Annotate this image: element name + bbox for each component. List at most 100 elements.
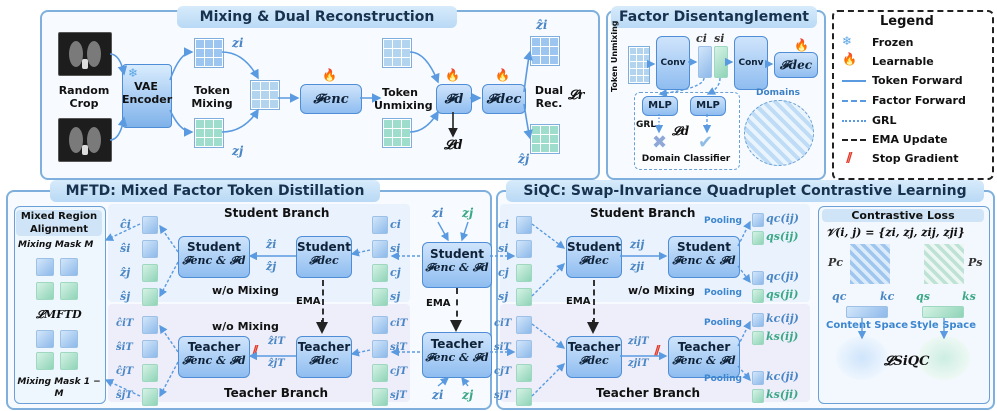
mftd-stop-gradient-icon: // [252, 344, 258, 359]
domains-circle [744, 100, 814, 166]
z-i-hat-grid [530, 36, 560, 66]
mixed-region-box [14, 206, 106, 404]
q-c-ji-chip [752, 271, 764, 285]
z-j-label: zj [232, 144, 244, 158]
mftd-student-enc-box: Student 𝓕enc & 𝓕d [178, 236, 250, 278]
mftd-left-t-label-4: ŝjT [116, 390, 133, 401]
mlp-label-1: MLP [648, 100, 672, 111]
mlp-label-2: MLP [696, 100, 720, 111]
loss-mftd: 𝓛MFTD [36, 308, 82, 321]
siqc-teacher-enc-label: Teacher [677, 340, 731, 354]
siqc-student-dec-box: Student 𝓕dec [566, 236, 622, 278]
learnable-legend-icon: 🔥 [842, 52, 857, 66]
mftd-left-s-hat-i [142, 240, 158, 258]
mftd-left-z-hat-j [142, 264, 158, 282]
siqc-teacher-enc-formula: 𝓕enc & 𝓕d [672, 354, 736, 367]
q-s-axis: qs [916, 290, 930, 303]
contrastive-loss-title: Contrastive Loss [822, 209, 984, 222]
siqc-teacher-enc-box: Teacher 𝓕enc & 𝓕d [668, 336, 740, 378]
mask-chip-1 [36, 258, 54, 276]
legend-learnable: Learnable [872, 55, 934, 68]
mlp-box-2: MLP [690, 96, 726, 116]
siqc-t-token-label-1: ciT [494, 318, 512, 329]
siqc-z-ji: zji [630, 260, 645, 273]
mftd-left-t-s-i [142, 340, 158, 358]
z-j-hat-label: ẑj [518, 152, 530, 166]
mftd-right-t-label-3: cjT [390, 366, 408, 377]
mftd-mid-hat-1: ẑi [266, 238, 277, 251]
factor-s-i-label: si [714, 32, 725, 45]
mask-chip-4 [60, 282, 78, 300]
mask-chip-8 [60, 352, 78, 370]
p-c-label: Pc [828, 256, 843, 269]
siqc-ema: EMA [566, 296, 591, 307]
legend-grl: GRL [872, 114, 897, 127]
center-student-formula: 𝓕enc & 𝓕d [425, 261, 489, 274]
q-c-ij-label: qc(ij) [766, 212, 799, 225]
frozen-icon: ❄ [128, 66, 139, 80]
mftd-right-t-c-j [372, 364, 388, 382]
mftd-wo-mixing-bottom: w/o Mixing [212, 320, 279, 333]
mask-chip-6 [60, 330, 78, 348]
ct-scan-top [58, 32, 112, 76]
k-s-axis: ks [962, 290, 976, 303]
legend-ema: EMA Update [872, 133, 948, 146]
factor-input-grid [628, 46, 650, 84]
factor-conv2-label: Conv [738, 58, 764, 68]
mftd-student-dec-box: Student 𝓕dec [296, 236, 352, 278]
mftd-teacher-branch: Teacher Branch [224, 386, 329, 400]
mftd-teacher-enc-box: Teacher 𝓕enc & 𝓕d [178, 336, 250, 378]
mixing-mask-1m: Mixing Mask 1 − M [17, 377, 101, 399]
mixing-panel-title: Mixing & Dual Reconstruction [177, 6, 457, 28]
siqc-student-enc-box: Student 𝓕enc & 𝓕d [668, 236, 740, 278]
q-c-axis: qc [832, 290, 847, 303]
siqc-token-label-4: sj [498, 290, 509, 303]
siqc-student-branch: Student Branch [590, 206, 696, 220]
mftd-student-enc-label: Student [187, 240, 241, 254]
siqc-token-label-1: ci [498, 218, 509, 231]
mftd-right-t-label-2: siT [390, 342, 407, 353]
learnable-icon-dec: 🔥 [495, 68, 510, 82]
domain-classifier-label: Domain Classifier [641, 154, 731, 164]
siqc-teacher-dec-label: Teacher [567, 340, 621, 354]
mftd-ema-arrow [322, 280, 324, 324]
mftd-right-label-1: ci [390, 218, 401, 231]
loss-r: 𝓛r [568, 88, 585, 103]
learnable-icon-factor: 🔥 [794, 38, 809, 52]
wrong-icon: ✖ [652, 132, 668, 153]
siqc-ema-arrow [593, 280, 595, 324]
siqc-stop-gradient-icon: // [654, 344, 660, 359]
content-vec-chip [846, 306, 888, 318]
mftd-left-label-3: ẑj [120, 266, 131, 279]
learnable-icon-enc: 🔥 [322, 68, 337, 82]
mftd-right-label-4: sj [390, 290, 401, 303]
mftd-right-c-i [372, 216, 388, 234]
mixing-mask-m: Mixing Mask M [18, 240, 94, 250]
mftd-wo-mixing-top: w/o Mixing [212, 284, 279, 297]
v-formula: 𝒱(i, j) = {zi, zj, zij, zji} [826, 226, 965, 239]
random-crop-label: Random Crop [58, 84, 110, 110]
mftd-student-dec-label: Student [297, 240, 351, 254]
z-i-hat-label: ẑi [536, 18, 548, 32]
mftd-left-label-2: ŝi [120, 242, 131, 255]
mftd-mid-hat-t-2: ẑjT [268, 358, 285, 369]
f-dec-label: 𝓕dec [486, 92, 522, 107]
f-enc-label: 𝓕enc [313, 92, 349, 107]
f-d-box: 𝓕d [436, 84, 472, 114]
mftd-teacher-dec-label: Teacher [297, 340, 351, 354]
mftd-left-c-hat-i [142, 216, 158, 234]
factor-c-i-token [698, 46, 712, 78]
mlp-box-1: MLP [642, 96, 678, 116]
siqc-t-token-label-4: sjT [494, 390, 511, 401]
siqc-teacher-branch: Teacher Branch [596, 386, 701, 400]
factor-f-dec: 𝓕dec [774, 52, 818, 78]
siqc-student-enc-formula: 𝓕enc & 𝓕d [672, 254, 736, 267]
content-space-cloud [836, 336, 888, 380]
siqc-teacher-dec-formula: 𝓕dec [579, 354, 609, 367]
legend-token-forward: Token Forward [872, 74, 963, 87]
legend-title: Legend [880, 14, 934, 29]
mftd-mid-hat-2: ẑj [266, 260, 277, 273]
style-vec-chip [922, 306, 964, 318]
unmix-bottom-grid [382, 118, 412, 148]
